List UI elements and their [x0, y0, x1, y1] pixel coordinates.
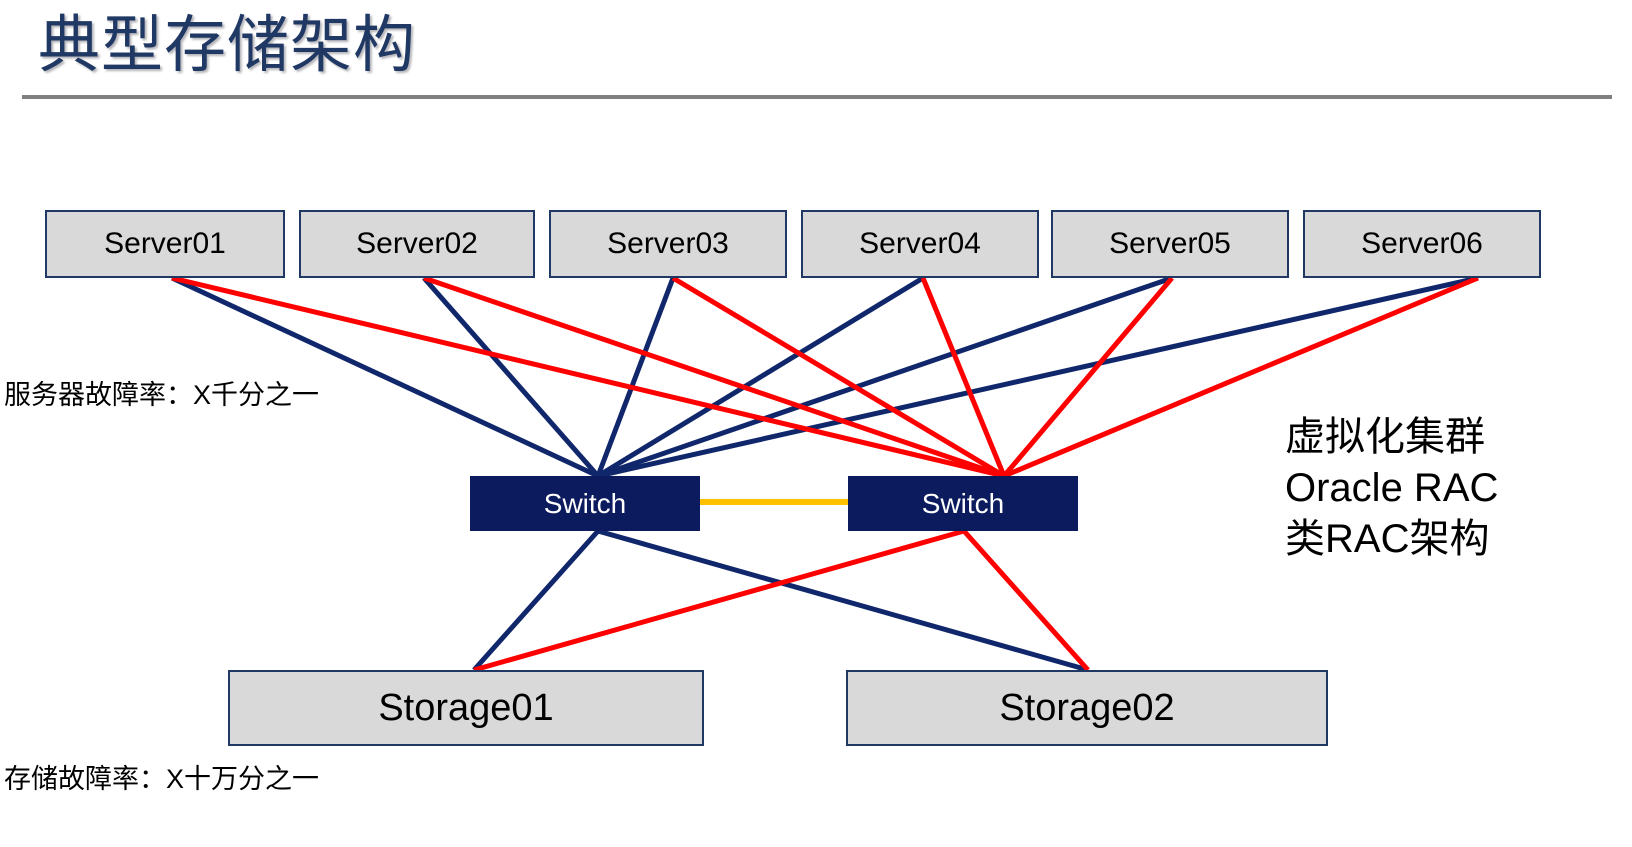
link-server-5-to-switch-left: [597, 275, 1173, 479]
link-server-6-to-switch-left: [597, 275, 1479, 479]
node-label: Server06: [1361, 227, 1483, 260]
node-server-06[interactable]: Server06: [1303, 210, 1541, 278]
node-label: Server03: [607, 227, 729, 260]
annotation-server-failure-rate: 服务器故障率：X千分之一: [4, 380, 320, 410]
link-server-1-to-switch-right: [171, 275, 1005, 479]
cluster-note-line-3: 类RAC架构: [1285, 517, 1490, 561]
node-label: Server04: [859, 227, 981, 260]
link-server-2-to-switch-right: [423, 275, 1005, 479]
link-server-4-to-switch-left: [596, 275, 925, 479]
node-storage-01[interactable]: Storage01: [228, 670, 704, 746]
node-server-02[interactable]: Server02: [299, 210, 535, 278]
link-server-3-to-switch-right: [671, 275, 1006, 479]
node-server-04[interactable]: Server04: [801, 210, 1039, 278]
node-server-03[interactable]: Server03: [549, 210, 787, 278]
cluster-note-line-1: 虚拟化集群: [1285, 415, 1485, 459]
link-server-3-to-switch-left: [595, 277, 676, 477]
node-server-05[interactable]: Server05: [1051, 210, 1289, 278]
link-server-4-to-switch-right: [920, 277, 1007, 477]
link-switch-left-to-storage-02: [597, 528, 1089, 673]
node-label: Switch: [921, 487, 1005, 519]
node-storage-02[interactable]: Storage02: [846, 670, 1328, 746]
node-switch-right[interactable]: Switch: [848, 476, 1078, 531]
secondary-link-group: [171, 275, 1479, 479]
link-server-6-to-switch-right: [1003, 275, 1479, 479]
node-label: Server02: [356, 227, 478, 260]
link-switch-right-to-storage-01: [473, 528, 965, 673]
node-label: Storage01: [378, 686, 554, 729]
node-label: Storage02: [999, 686, 1175, 729]
node-server-01[interactable]: Server01: [45, 210, 285, 278]
title-divider: [22, 95, 1612, 99]
annotation-storage-failure-rate: 存储故障率：X十万分之一: [4, 764, 320, 794]
storage-link-group: [472, 528, 1090, 673]
node-label: Server05: [1109, 227, 1231, 260]
link-server-5-to-switch-right: [1002, 276, 1174, 478]
link-switch-right-to-storage-02: [962, 529, 1090, 672]
node-label: Switch: [543, 487, 627, 519]
page-title: 典型存储架构: [38, 11, 417, 80]
cluster-note-block: 虚拟化集群 Oracle RAC 类RAC架构: [1285, 412, 1498, 565]
link-server-2-to-switch-left: [422, 276, 600, 478]
link-server-1-to-switch-left: [170, 275, 600, 479]
link-switch-left-to-storage-01: [472, 529, 600, 672]
node-switch-left[interactable]: Switch: [470, 476, 700, 531]
node-label: Server01: [104, 227, 226, 260]
cluster-note-line-2: Oracle RAC: [1285, 466, 1499, 510]
primary-link-group: [170, 275, 1479, 479]
